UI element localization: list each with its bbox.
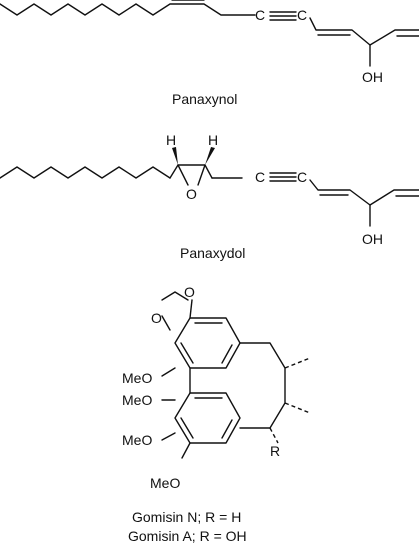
panaxydol-h-left-wedge <box>172 147 178 165</box>
panaxydol-epoxide-ring <box>169 164 213 179</box>
panaxynol-c-left: C <box>255 7 265 23</box>
gomisin-methoxy-4: MeO <box>150 475 180 491</box>
panaxynol-hydroxyl: OH <box>362 69 383 85</box>
panaxydol-c-left: C <box>255 169 265 185</box>
gomisin-r-dash <box>269 427 279 444</box>
gomisin-dioxole-o-top: O <box>184 284 195 300</box>
panaxynol-caption: Panaxynol <box>172 91 237 107</box>
panaxydol-caption: Panaxydol <box>180 245 245 261</box>
gomisin-structure: O O MeO R MeO MeO MeO Gomisin N; R = H G… <box>122 284 311 544</box>
panaxydol-h-left: H <box>166 132 176 148</box>
panaxydol-epoxide-o-left <box>177 164 189 186</box>
gomisin-dioxole-o-bottom: O <box>151 310 162 326</box>
gomisin-r-group: R <box>270 443 280 459</box>
gomisin-caption-line-1: Gomisin N; R = H <box>132 509 241 525</box>
gomisin-lower-ring-db-3 <box>180 417 194 439</box>
panaxydol-epoxide-o-right <box>197 164 206 186</box>
gomisin-methoxy-2: MeO <box>122 392 152 408</box>
gomisin-methoxy-4-bond <box>181 442 191 459</box>
gomisin-dioxole-ring <box>161 291 189 301</box>
panaxynol-c-right: C <box>297 7 307 23</box>
gomisin-caption-line-2: Gomisin A; R = OH <box>128 528 247 544</box>
gomisin-lower-ring-db-2 <box>221 419 233 439</box>
gomisin-methyl-dash-1 <box>284 357 311 369</box>
panaxynol-structure: C C OH Panaxynol <box>0 0 419 107</box>
panaxydol-h-right: H <box>208 132 218 148</box>
gomisin-upper-ring-db-3 <box>180 342 194 364</box>
gomisin-upper-ring-db-2 <box>221 344 233 364</box>
panaxynol-triple-bond <box>269 11 297 21</box>
gomisin-upper-methoxy-bond <box>161 367 176 377</box>
panaxynol-diene-tail <box>309 17 419 46</box>
panaxydol-alkyl-chain <box>0 166 171 179</box>
panaxydol-epoxide-oxygen: O <box>186 186 197 202</box>
panaxydol-h-right-wedge <box>205 147 215 165</box>
gomisin-methoxy-1: MeO <box>122 370 152 386</box>
gomisin-lower-ring <box>174 392 241 444</box>
panaxynol-alkyl-chain <box>0 3 256 16</box>
panaxydol-diene-tail <box>309 179 419 206</box>
gomisin-upper-ring <box>174 317 241 369</box>
panaxydol-structure: O H H C C OH Panaxydol <box>0 132 419 261</box>
panaxydol-hydroxyl: OH <box>362 231 383 247</box>
gomisin-methoxy-3-bond <box>161 432 176 441</box>
gomisin-dioxole-o-bond-b <box>161 315 171 331</box>
gomisin-methyl-dash-2 <box>284 402 311 414</box>
panaxydol-c-right: C <box>297 169 307 185</box>
gomisin-methoxy-3: MeO <box>122 432 152 448</box>
panaxydol-triple-bond <box>269 172 297 182</box>
gomisin-dioxole-o-bond-a <box>189 299 193 319</box>
gomisin-cyclooctadiene-ring <box>239 342 286 429</box>
